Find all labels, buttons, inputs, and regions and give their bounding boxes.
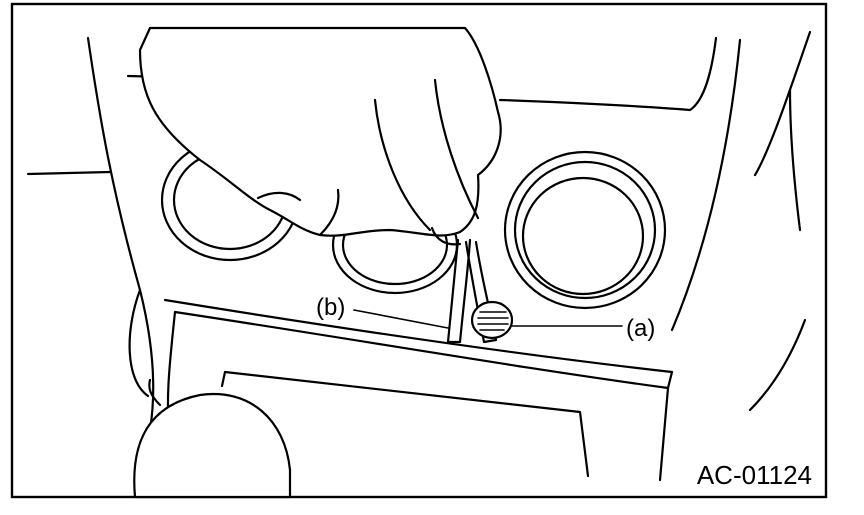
- callout-label-b: (b): [316, 294, 345, 321]
- figure-id-label: AC-01124: [697, 460, 812, 490]
- wiring-harness-b: [446, 238, 498, 344]
- callout-label-a: (a): [626, 315, 655, 342]
- figure-frame: [10, 2, 828, 499]
- connector-a: [470, 300, 514, 340]
- console-left-edge: [26, 36, 155, 432]
- lower-tray: [220, 370, 670, 482]
- gear-knob: [133, 378, 292, 499]
- right-knob: [503, 150, 667, 310]
- hand-illustration: [138, 26, 502, 246]
- leader-line-b: [353, 309, 449, 329]
